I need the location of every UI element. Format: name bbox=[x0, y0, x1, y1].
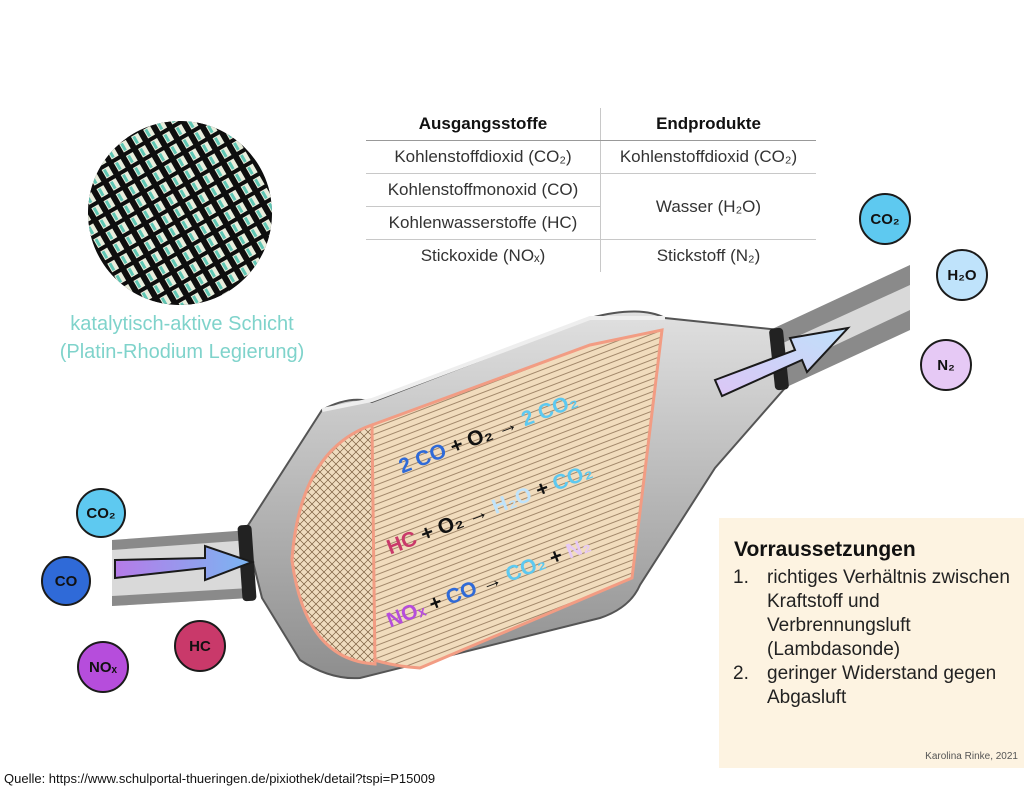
molecule-co2-out: CO₂ bbox=[859, 193, 911, 245]
header-reactants: Ausgangsstoffe bbox=[366, 108, 601, 141]
list-item: 2. geringer Widerstand gegen Abgasluft bbox=[733, 662, 1024, 710]
list-text: richtiges Verhältnis zwischen Kraftstoff… bbox=[767, 567, 1010, 660]
list-number: 2. bbox=[733, 663, 749, 684]
molecule-co-in: CO bbox=[41, 556, 91, 606]
list-text: geringer Widerstand gegen Abgasluft bbox=[767, 663, 997, 708]
table-cell: Stickoxide (NOₓ) bbox=[366, 239, 601, 272]
source-link[interactable]: Quelle: https://www.schulportal-thuering… bbox=[4, 771, 436, 786]
table-row: Kohlenstoffmonoxid (CO) Wasser (H₂O) bbox=[366, 173, 816, 240]
catalyst-mesh-zoom bbox=[88, 121, 272, 305]
table-row: Stickoxide (NOₓ) Stickstoff (N₂) bbox=[366, 239, 816, 272]
table-cell: Kohlenstoffdioxid (CO₂) bbox=[600, 140, 816, 174]
mesh-caption-line1: katalytisch-aktive Schicht bbox=[70, 313, 294, 335]
table-row: Kohlenstoffdioxid (CO₂) Kohlenstoffdioxi… bbox=[366, 140, 816, 174]
table-cell: Stickstoff (N₂) bbox=[656, 246, 761, 265]
reactants-products-table: Ausgangsstoffe Endprodukte Kohlenstoffdi… bbox=[366, 108, 816, 272]
requirements-list: 1. richtiges Verhältnis zwischen Kraftst… bbox=[733, 566, 1024, 710]
reaction-3-plus-2: + bbox=[546, 544, 566, 570]
reaction-2-plus: + bbox=[532, 476, 553, 503]
table-cell: Kohlenwasserstoffe (HC) bbox=[366, 206, 601, 240]
molecule-h2o-out: H₂O bbox=[936, 249, 988, 301]
catalyst-body bbox=[290, 328, 664, 670]
table-cell: Kohlenstoffdioxid (CO₂) bbox=[366, 140, 601, 174]
header-products: Endprodukte bbox=[600, 108, 816, 141]
outlet-pipe bbox=[770, 265, 910, 390]
author-credit: Karolina Rinke, 2021 bbox=[925, 751, 1018, 762]
molecule-hc-in: HC bbox=[174, 620, 226, 672]
reaction-3-plus: + bbox=[425, 590, 446, 617]
requirements-box: Vorraussetzungen 1. richtiges Verhältnis… bbox=[719, 518, 1024, 768]
molecule-co2-in: CO₂ bbox=[76, 488, 126, 538]
table-cell: Kohlenstoffmonoxid (CO) bbox=[366, 173, 601, 207]
list-item: 1. richtiges Verhältnis zwischen Kraftst… bbox=[733, 566, 1024, 662]
outflow-arrow bbox=[713, 326, 851, 398]
requirements-title: Vorraussetzungen bbox=[734, 538, 916, 561]
mesh-caption-line2: (Platin-Rhodium Legierung) bbox=[59, 341, 305, 363]
inflow-arrow bbox=[114, 544, 255, 582]
table-row: Kohlenwasserstoffe (HC) bbox=[366, 206, 816, 240]
molecule-nox-in: NOₓ bbox=[77, 641, 129, 693]
table-cell: Wasser (H₂O) bbox=[600, 173, 816, 240]
molecule-n2-out: N₂ bbox=[920, 339, 972, 391]
list-number: 1. bbox=[733, 567, 749, 588]
